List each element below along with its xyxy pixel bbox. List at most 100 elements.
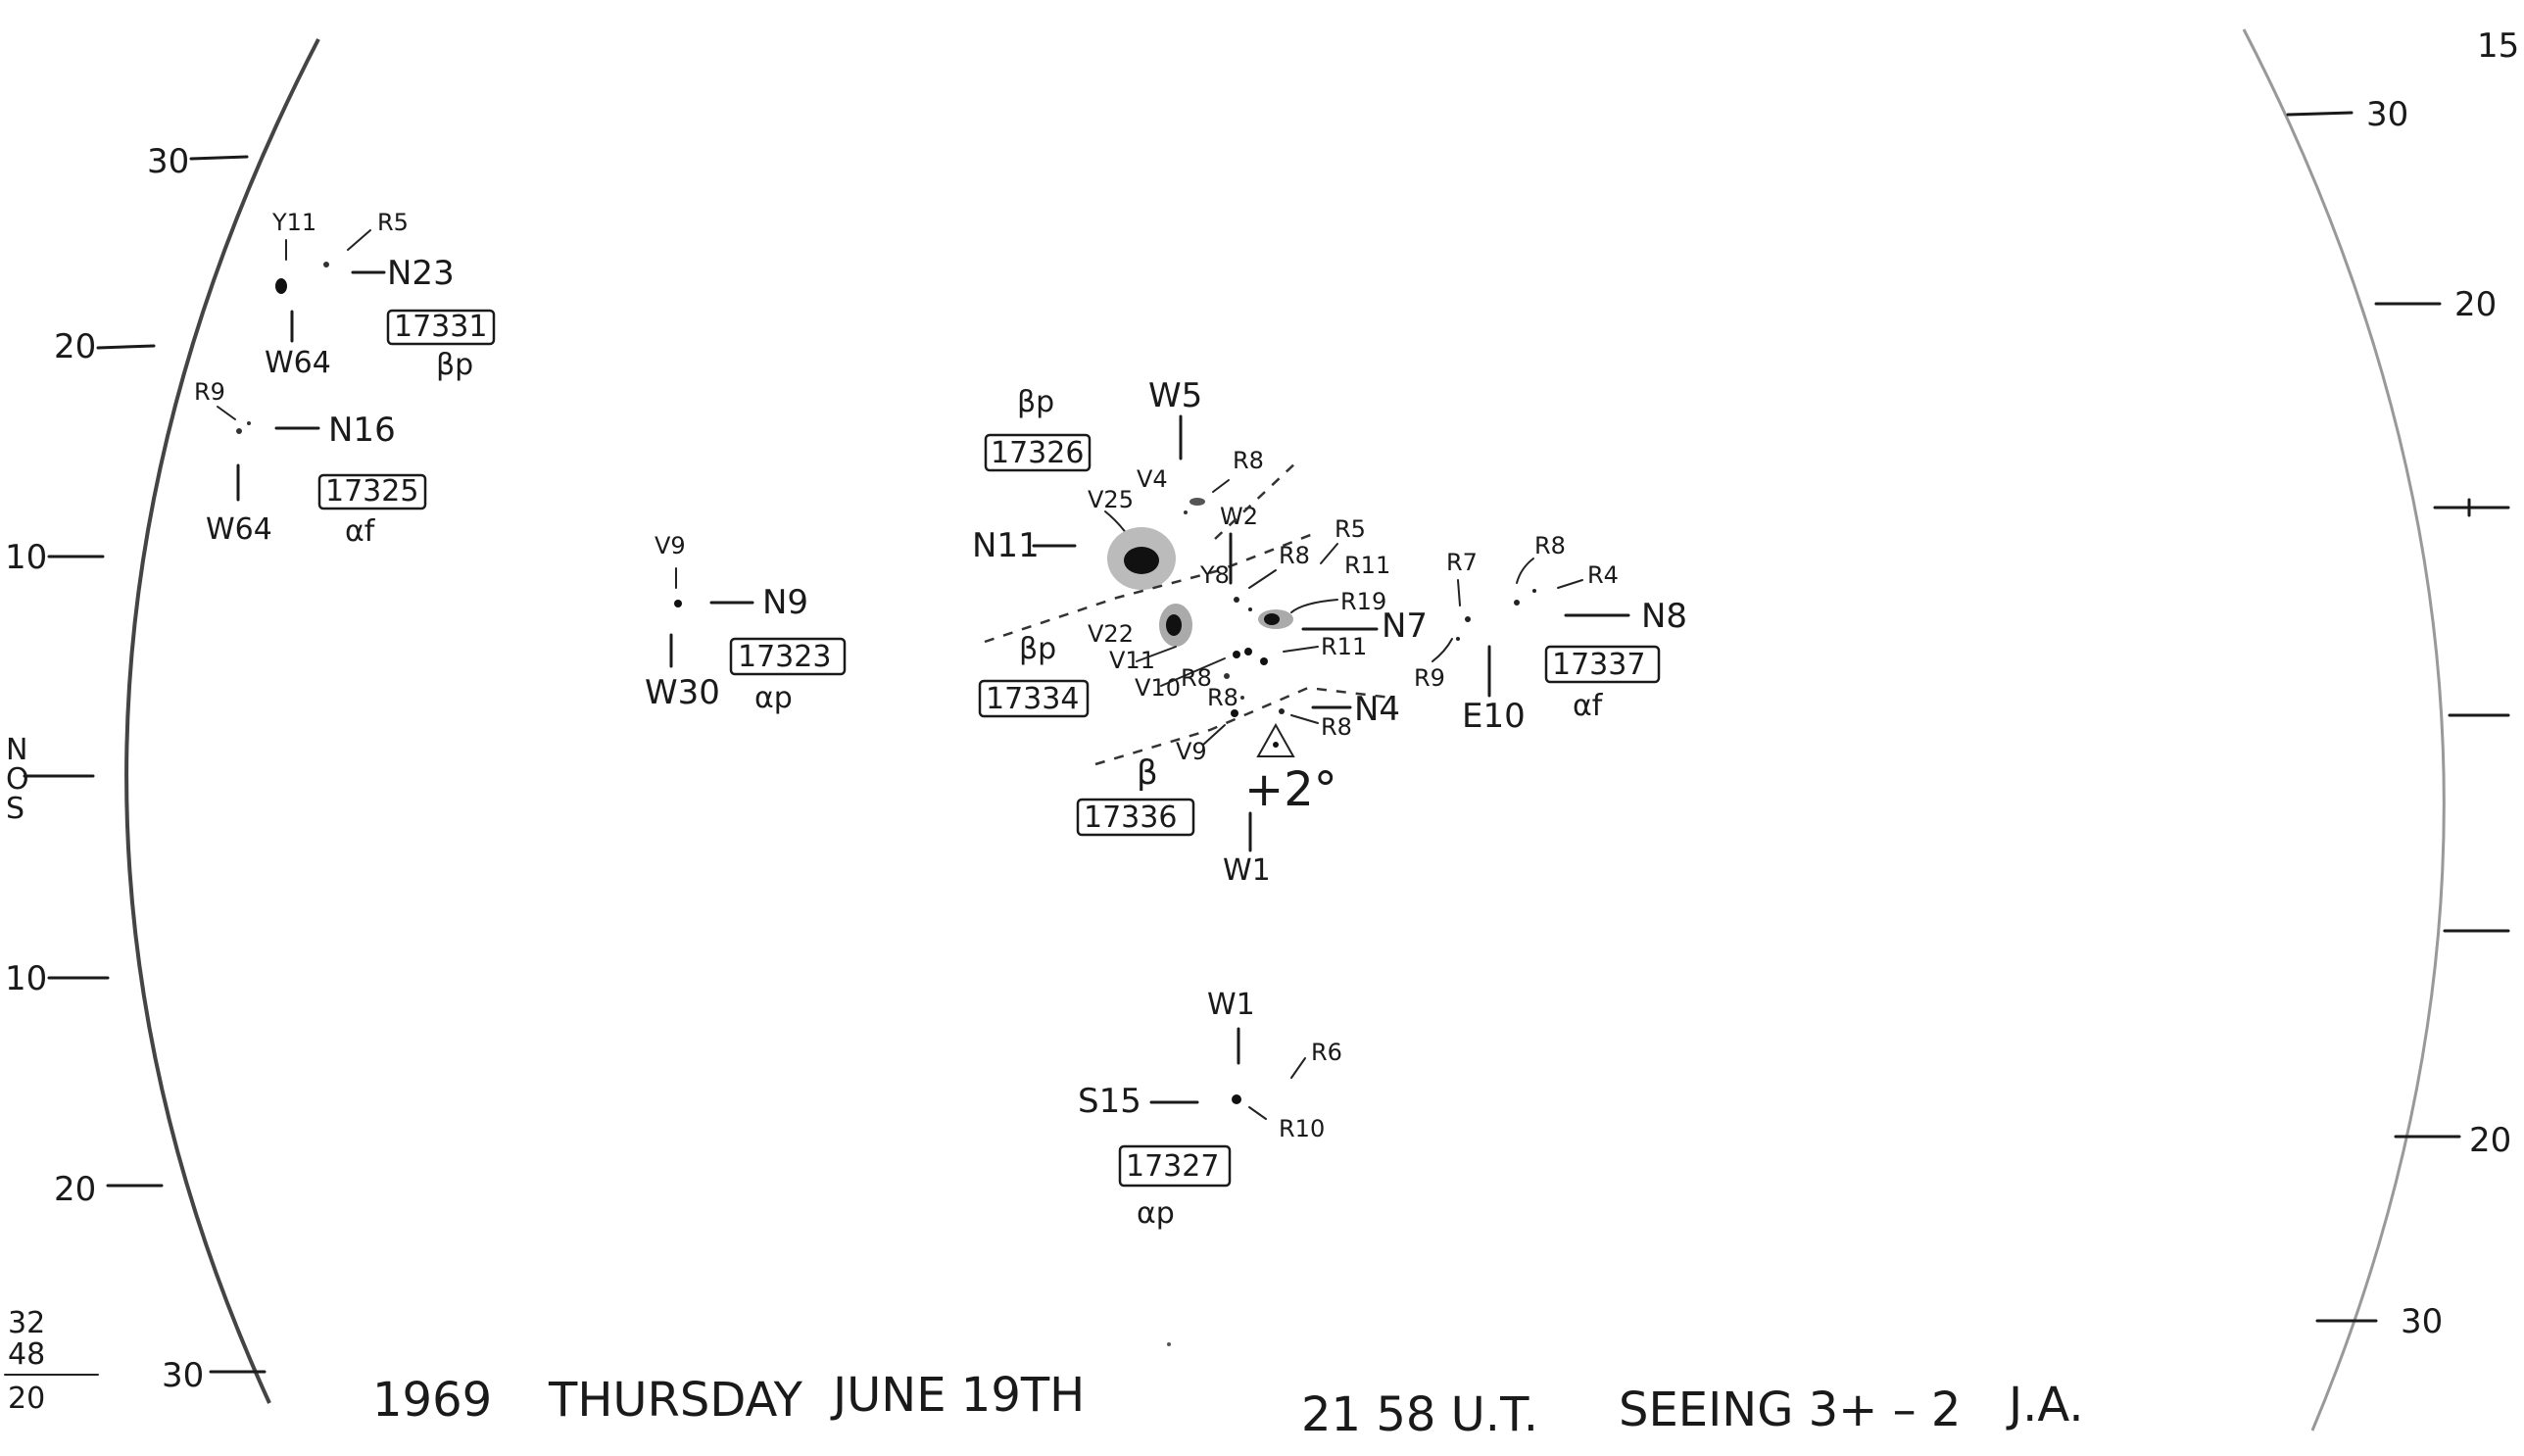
group-number-box <box>729 637 847 676</box>
north-coordinate: N7 <box>1382 607 1428 646</box>
group-class: αp <box>754 681 793 715</box>
group-number: 17325 <box>325 474 418 509</box>
group-number-box <box>1544 645 1661 684</box>
north-coordinate: N8 <box>1641 597 1687 636</box>
spot <box>1184 510 1188 514</box>
group-17323: V9 N9 W30 17323 αp <box>645 532 847 715</box>
group-class: βp <box>1017 385 1054 419</box>
group-17326: βp 17326 W5 V4 R8 V25 W2 N11 <box>972 376 1264 590</box>
north-coordinate: N16 <box>328 411 396 450</box>
spot-label: W2 <box>1220 503 1258 530</box>
east-coordinate: E10 <box>1462 697 1526 736</box>
west-coordinate: W30 <box>645 673 720 712</box>
spot-label: R11 <box>1344 552 1390 579</box>
spot-label: R5 <box>1335 515 1366 543</box>
group-17325: R9 N16 W64 17325 αf <box>194 378 427 549</box>
spot-label: Y11 <box>271 209 316 236</box>
west-coordinate: W5 <box>1148 376 1202 415</box>
offset-label: +2° <box>1244 762 1337 817</box>
svg-text:S: S <box>6 792 24 826</box>
spot <box>1234 597 1239 603</box>
right-tick-20-bottom: 20 <box>2469 1121 2511 1160</box>
left-limb-arc <box>124 38 320 1404</box>
svg-text:20: 20 <box>8 1382 45 1416</box>
svg-text:O: O <box>6 762 29 797</box>
group-number: 17337 <box>1552 648 1645 682</box>
tick-label-10-bottom: 10 <box>5 959 47 998</box>
group-number-box <box>317 473 427 510</box>
spot <box>1532 589 1536 593</box>
spot-label: R6 <box>1311 1039 1342 1066</box>
tick-label-10-top: 10 <box>5 538 47 577</box>
spot <box>1224 673 1230 679</box>
right-limb-ticks: 30 20 20 30 15 <box>2286 26 2519 1341</box>
north-coordinate: N11 <box>972 526 1040 565</box>
tick-label-30-bottom: 30 <box>162 1356 204 1395</box>
north-coordinate: N23 <box>387 254 455 293</box>
spot-label: V9 <box>1176 738 1207 765</box>
spot-label: R4 <box>1587 561 1619 589</box>
spot <box>1232 1094 1241 1104</box>
group-number: 17331 <box>394 310 487 344</box>
spot-label: R9 <box>1414 664 1445 692</box>
right-tick-30-top: 30 <box>2366 95 2408 134</box>
group-class: αf <box>1573 689 1604 723</box>
spot <box>1233 651 1240 658</box>
spot-label: V4 <box>1137 465 1168 493</box>
group-class: αp <box>1137 1196 1175 1231</box>
group-number-box <box>1076 798 1195 837</box>
south-coordinate: S15 <box>1078 1082 1141 1121</box>
svg-text:N: N <box>6 733 27 767</box>
umbra <box>1264 613 1280 625</box>
group-class: βp <box>1019 632 1056 666</box>
footer-day: THURSDAY <box>548 1373 803 1428</box>
umbra <box>1124 547 1159 574</box>
north-coordinate: N4 <box>1354 690 1400 729</box>
spot <box>1260 657 1268 665</box>
reference-triangle <box>1256 722 1295 757</box>
footer-observer: J.A. <box>2006 1378 2084 1432</box>
north-coordinate: N9 <box>762 583 808 622</box>
umbra <box>1166 614 1182 636</box>
spot-label: R8 <box>1181 664 1212 692</box>
fraction-note: 32 48 20 <box>4 1306 99 1416</box>
spot <box>323 262 329 267</box>
spot-label: R5 <box>377 209 409 236</box>
west-coordinate: W1 <box>1223 853 1271 888</box>
spot <box>1248 607 1252 611</box>
spot-label: R8 <box>1207 684 1238 711</box>
footer: 1969 THURSDAY JUNE 19TH 21 58 U.T. SEEIN… <box>372 1368 2084 1442</box>
spot-label: R19 <box>1340 588 1386 615</box>
group-number: 17327 <box>1126 1149 1219 1184</box>
group-class: β <box>1137 753 1158 793</box>
stray-dot <box>1167 1342 1171 1346</box>
spot-label: R8 <box>1321 713 1352 741</box>
spot <box>1231 709 1238 717</box>
spot-label: R8 <box>1279 542 1310 569</box>
group-17334: R8 R5 R11 Y8 R19 N7 R11 V22 V11 V10 R8 R… <box>978 460 1428 718</box>
west-coordinate: W64 <box>265 346 331 380</box>
spot <box>674 600 682 607</box>
group-number: 17334 <box>986 682 1079 716</box>
footer-year: 1969 <box>372 1373 492 1428</box>
group-number-box <box>984 433 1092 472</box>
tick-label-20-bottom: 20 <box>54 1170 96 1209</box>
tick-label-20-top: 20 <box>54 327 96 366</box>
spot <box>1456 637 1460 641</box>
spot-label: R7 <box>1446 549 1478 576</box>
group-17336: V9 R8 N4 +2° β 17336 W1 <box>1076 686 1400 888</box>
svg-text:48: 48 <box>8 1337 45 1372</box>
spot <box>1279 708 1285 714</box>
spot-label: V22 <box>1088 620 1134 648</box>
spot-label: R8 <box>1233 447 1264 474</box>
svg-text:32: 32 <box>8 1306 45 1340</box>
spot-label: V11 <box>1109 647 1155 674</box>
group-number-box <box>978 679 1090 718</box>
group-class: αf <box>345 514 376 549</box>
group-number-box <box>1118 1144 1232 1188</box>
spot <box>1189 498 1205 506</box>
footer-seeing: SEEING 3+ – 2 <box>1619 1383 1961 1437</box>
spot <box>275 278 287 294</box>
spot <box>1514 600 1520 606</box>
